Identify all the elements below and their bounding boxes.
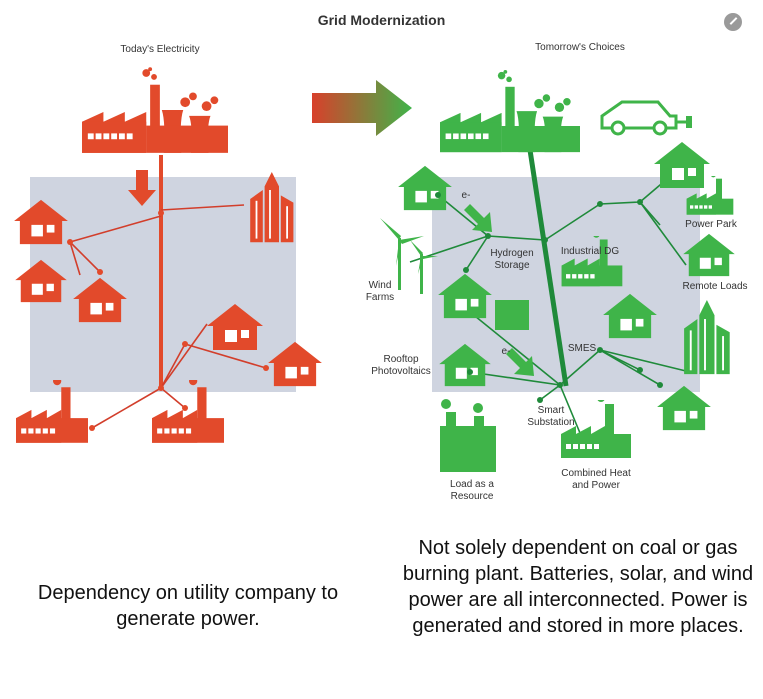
plug-icon — [686, 116, 692, 128]
green-house-icon — [657, 385, 711, 431]
main-transmission-line — [159, 155, 163, 390]
down-arrow-icon — [128, 170, 156, 206]
label-wind-farms: Wind Farms — [365, 280, 395, 303]
transition-arrow-icon — [312, 80, 412, 136]
smes-storage-icon — [495, 300, 529, 330]
right-junction-dots — [435, 192, 663, 403]
label-hydrogen-storage: Hydrogen Storage — [490, 248, 534, 271]
electric-car-icon — [600, 100, 688, 136]
load-resource-plant-icon — [440, 399, 496, 472]
green-power-plant-icon — [440, 70, 580, 153]
left-distribution-lines — [69, 204, 267, 429]
left-caption: Dependency on utility company to generat… — [37, 582, 339, 630]
label-remote-loads: Remote Loads — [682, 281, 748, 292]
label-power-park: Power Park — [685, 219, 737, 230]
label-industrial-dg: Industrial DG — [560, 246, 620, 257]
right-caption: Not solely dependent on coal or gas burn… — [402, 537, 754, 637]
label-rooftop-photovoltaics: Rooftop Photovoltaics — [371, 354, 431, 377]
label-combined-heat-power: Combined Heat and Power — [561, 468, 631, 491]
left-heading: Today's Electricity — [120, 44, 200, 55]
green-house-icon — [654, 142, 710, 188]
electron-arrow-icon — [506, 348, 534, 376]
label-electron: e- — [461, 190, 471, 201]
label-electron: e- — [501, 346, 511, 357]
label-load-as-resource: Load as a Resource — [450, 479, 494, 502]
page-title: Grid Modernization — [317, 12, 446, 28]
left-junction-dots — [67, 210, 269, 431]
grid-diagram — [14, 67, 735, 472]
left-illustration — [14, 67, 322, 443]
wind-turbine-icon — [410, 240, 438, 294]
wind-turbine-icon — [380, 218, 424, 290]
electron-arrow-icon — [464, 204, 492, 232]
main-green-transmission-line — [527, 149, 569, 387]
right-heading: Tomorrow's Choices — [535, 42, 625, 53]
green-house-icon — [398, 165, 452, 211]
corner-icon[interactable] — [724, 13, 742, 31]
label-smes: SMES — [567, 343, 597, 354]
right-illustration — [380, 70, 735, 472]
power-plant-icon — [82, 67, 228, 153]
label-smart-substation: Smart Substation — [527, 405, 575, 428]
